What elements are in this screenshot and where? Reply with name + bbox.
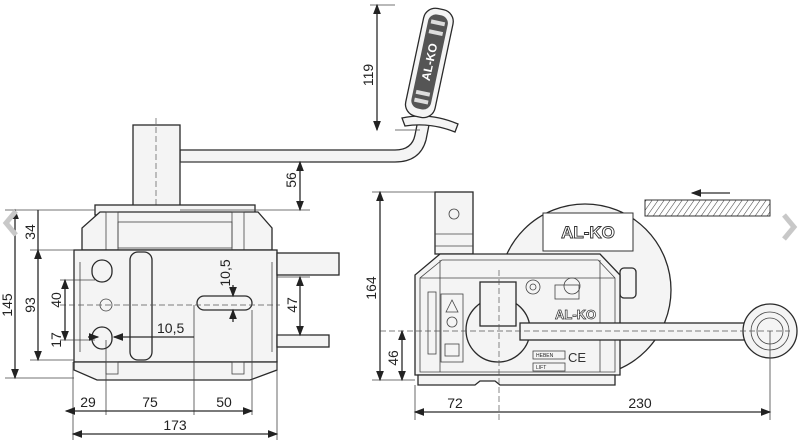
handle-grip: AL-KO bbox=[404, 7, 454, 119]
dim-173: 173 bbox=[163, 417, 187, 433]
front-view: AL-KO bbox=[60, 7, 459, 381]
dim-17: 17 bbox=[48, 332, 64, 348]
crank-arm-side bbox=[519, 322, 746, 341]
dim-50: 50 bbox=[216, 394, 232, 410]
dim-56: 56 bbox=[283, 172, 299, 188]
dim-40: 40 bbox=[48, 292, 64, 308]
previous-image-button[interactable] bbox=[2, 208, 20, 238]
dim-46: 46 bbox=[385, 350, 401, 366]
dim-10-5-vertical: 10,5 bbox=[217, 259, 233, 286]
dim-93: 93 bbox=[22, 297, 38, 313]
crank-arm bbox=[179, 119, 431, 163]
dim-75: 75 bbox=[142, 394, 158, 410]
dim-230: 230 bbox=[628, 395, 652, 411]
brake-lever bbox=[479, 281, 517, 327]
drum-logo: AL-KO bbox=[561, 223, 615, 242]
dim-145: 145 bbox=[0, 293, 15, 317]
dim-47: 47 bbox=[284, 297, 300, 313]
chevron-right-icon bbox=[782, 213, 798, 241]
dim-34: 34 bbox=[22, 224, 38, 240]
chevron-left-icon bbox=[2, 209, 18, 237]
dim-72: 72 bbox=[447, 395, 463, 411]
next-image-button[interactable] bbox=[780, 212, 798, 242]
side-base bbox=[417, 374, 616, 386]
dim-119: 119 bbox=[360, 64, 376, 87]
ce-mark: CE bbox=[568, 350, 586, 365]
shaft bbox=[132, 124, 181, 211]
dim-164: 164 bbox=[363, 276, 379, 300]
housing-base bbox=[73, 361, 278, 381]
housing-logo: AL-KO bbox=[555, 307, 596, 322]
slot bbox=[196, 295, 253, 311]
heben-label: HEBEN bbox=[536, 353, 554, 359]
mount-bracket bbox=[434, 191, 474, 255]
side-view: AL-KO AL-KO HEBEN LIFT CE bbox=[380, 189, 798, 420]
bracket-top bbox=[276, 252, 340, 276]
dim-10-5-horizontal: 10,5 bbox=[157, 320, 184, 336]
cable bbox=[644, 199, 771, 217]
lift-label: LIFT bbox=[536, 365, 546, 371]
housing-top bbox=[81, 211, 273, 251]
center-rib bbox=[129, 251, 153, 361]
dim-29: 29 bbox=[80, 394, 96, 410]
bracket-bottom bbox=[276, 334, 330, 348]
dimension-lines: 119 56 145 93 34 40 17 10,5 10,5 47 29 7… bbox=[0, 3, 772, 440]
